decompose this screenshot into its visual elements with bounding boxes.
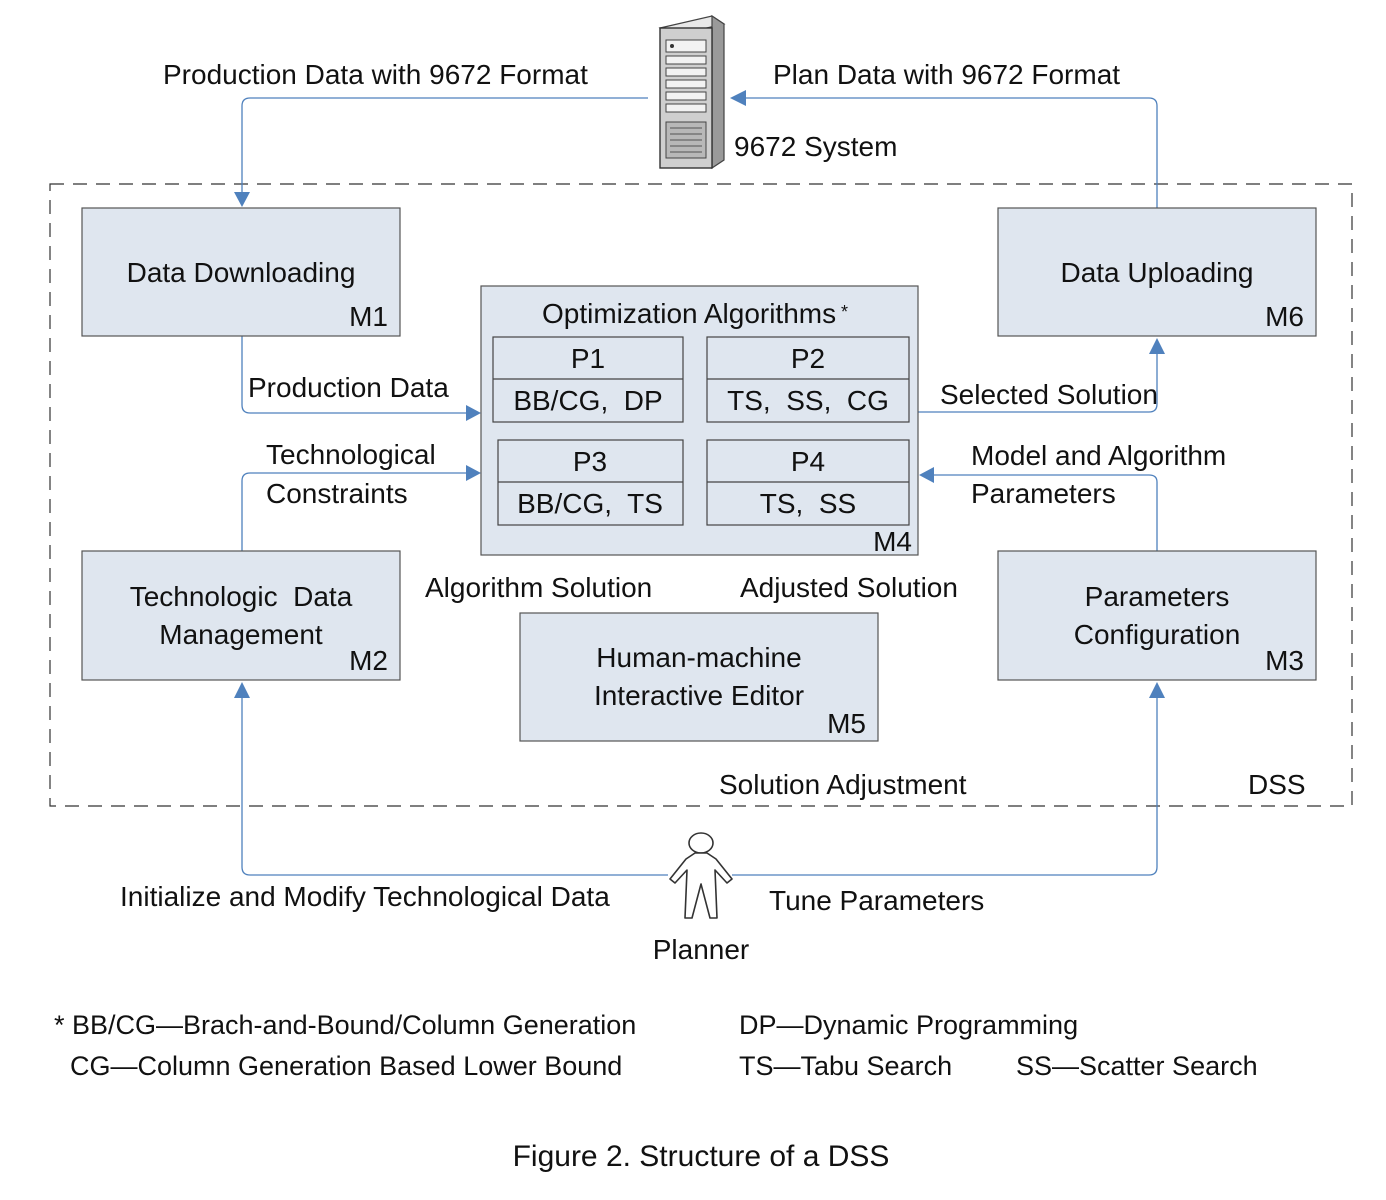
p2-methods: TS, SS, CG — [727, 385, 889, 416]
module-m6-data-uploading: Data Uploading M6 — [997, 207, 1317, 337]
m5-id: M5 — [827, 708, 866, 739]
p1-methods: BB/CG, DP — [513, 385, 662, 416]
dss-boundary — [49, 183, 1353, 807]
label-adjusted-solution: Adjusted Solution — [740, 572, 958, 603]
label-solution-adjustment: Solution Adjustment — [719, 769, 967, 800]
arrowhead-m3-in — [1149, 682, 1165, 698]
server-tower-icon — [658, 14, 726, 170]
label-tech-constraints-1: Technological — [266, 439, 436, 470]
m2-title-line1: Technologic Data — [130, 581, 353, 612]
legend-ts: TS—Tabu Search — [739, 1051, 952, 1081]
arrowhead-m6-in — [1149, 338, 1165, 354]
arrowhead-m4-prod — [466, 405, 481, 421]
label-algorithm-solution: Algorithm Solution — [425, 572, 652, 603]
label-production-9672: Production Data with 9672 Format — [163, 59, 588, 90]
label-tech-constraints-2: Constraints — [266, 478, 408, 509]
dss-label: DSS — [1248, 769, 1306, 800]
legend-ss: SS—Scatter Search — [1016, 1051, 1258, 1081]
arrowhead-m4-tech — [466, 465, 481, 481]
wire-selected-solution — [918, 350, 1158, 413]
algorithm-p1: P1 BB/CG, DP — [492, 336, 684, 423]
legend-cg: CG—Column Generation Based Lower Bound — [70, 1051, 622, 1081]
server-label: 9672 System — [734, 131, 897, 162]
label-model-params-1: Model and Algorithm — [971, 440, 1226, 471]
p4-methods: TS, SS — [760, 488, 856, 519]
module-m4-optimization-algorithms: Optimization Algorithms * M4 P1 BB/CG, D… — [480, 285, 919, 557]
m2-title-line2: Management — [159, 619, 323, 650]
label-model-params-2: Parameters — [971, 478, 1116, 509]
m5-title-line2: Interactive Editor — [594, 680, 804, 711]
label-plan-9672: Plan Data with 9672 Format — [773, 59, 1120, 90]
legend-dp: DP—Dynamic Programming — [739, 1010, 1078, 1040]
module-m2-technologic-data: Technologic Data Management M2 — [81, 550, 401, 681]
legend-bb-cg: * BB/CG—Brach-and-Bound/Column Generatio… — [54, 1010, 636, 1040]
m4-title-footnote-mark: * — [841, 302, 848, 322]
arrowhead-m4-params — [919, 467, 934, 483]
abbreviation-legend: * BB/CG—Brach-and-Bound/Column Generatio… — [54, 1010, 1258, 1081]
label-production-data: Production Data — [248, 372, 449, 403]
arrowhead-m2-in — [234, 682, 250, 698]
module-m1-data-downloading: Data Downloading M1 — [81, 207, 401, 337]
algorithm-p2: P2 TS, SS, CG — [706, 336, 910, 423]
algorithm-p3: P3 BB/CG, TS — [497, 439, 684, 526]
wire-init-modify — [241, 694, 668, 876]
label-selected-solution: Selected Solution — [940, 379, 1158, 410]
p2-name: P2 — [791, 343, 825, 374]
p3-methods: BB/CG, TS — [517, 488, 663, 519]
m1-id: M1 — [349, 301, 388, 332]
label-tune-params: Tune Parameters — [769, 885, 984, 916]
wire-plan-9672 — [742, 97, 1158, 208]
wire-model-params — [932, 474, 1158, 551]
module-m5-interactive-editor: Human-machine Interactive Editor M5 — [519, 612, 879, 742]
wire-tune-params — [732, 694, 1158, 876]
m5-title-line1: Human-machine — [596, 642, 801, 673]
p3-name: P3 — [573, 446, 607, 477]
m3-title-line1: Parameters — [1085, 581, 1230, 612]
wire-production-9672 — [241, 97, 648, 196]
m4-title: Optimization Algorithms — [542, 298, 836, 329]
label-init-modify: Initialize and Modify Technological Data — [120, 881, 610, 912]
m1-title: Data Downloading — [127, 257, 356, 288]
person-icon — [669, 832, 733, 919]
m4-id: M4 — [873, 526, 912, 557]
m6-id: M6 — [1265, 301, 1304, 332]
m6-title: Data Uploading — [1060, 257, 1253, 288]
algorithm-p4: P4 TS, SS — [706, 439, 910, 526]
arrowhead-server-in — [730, 90, 746, 106]
arrowhead-m1-in — [234, 192, 250, 207]
p4-name: P4 — [791, 446, 825, 477]
wire-production-data — [241, 336, 470, 414]
m3-title-line2: Configuration — [1074, 619, 1241, 650]
figure-caption: Figure 2. Structure of a DSS — [513, 1140, 890, 1173]
planner-label: Planner — [653, 934, 750, 965]
wire-tech-constraints — [241, 472, 470, 551]
p1-name: P1 — [571, 343, 605, 374]
module-m3-parameters-configuration: Parameters Configuration M3 — [997, 550, 1317, 681]
m3-id: M3 — [1265, 645, 1304, 676]
m2-id: M2 — [349, 645, 388, 676]
